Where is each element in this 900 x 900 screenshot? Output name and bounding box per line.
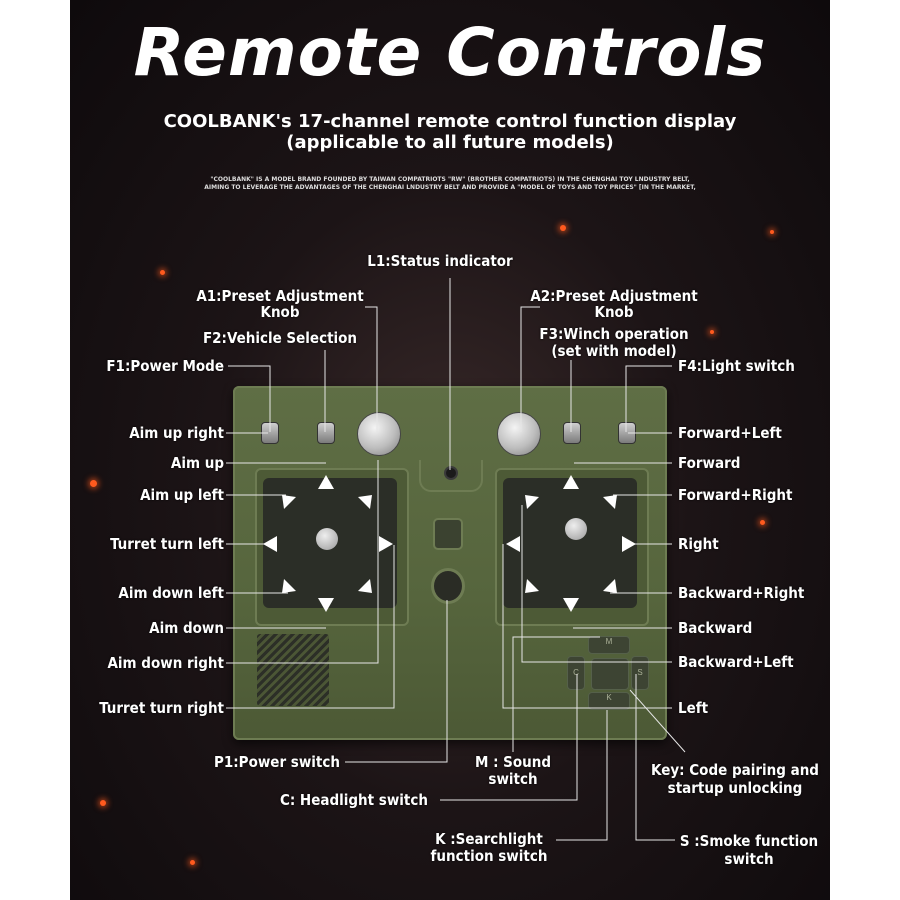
a2-preset-knob[interactable] — [497, 412, 541, 456]
leader-line — [440, 674, 578, 801]
ember-particle — [770, 230, 774, 234]
arrow-up-icon — [563, 475, 579, 489]
k-searchlight-button[interactable]: K — [588, 692, 630, 710]
label-a2-line1: A2:Preset Adjustment — [530, 287, 698, 305]
arrow-up-left-icon — [282, 495, 296, 509]
label-left: Left — [678, 699, 709, 717]
arrow-down-right-icon — [603, 579, 617, 593]
ember-particle — [160, 270, 165, 275]
label-a1-line2: Knob — [260, 303, 300, 321]
arrow-up-right-icon — [358, 495, 372, 509]
right-joystick-cap[interactable] — [565, 518, 587, 540]
arrow-down-left-icon — [525, 579, 539, 593]
leader-line — [502, 544, 672, 709]
label-smoke-line2: switch — [724, 850, 774, 868]
arrow-right-icon — [379, 536, 393, 552]
power-switch[interactable] — [431, 568, 465, 604]
arrow-left-icon — [263, 536, 277, 552]
label-a1-line1: A1:Preset Adjustment — [196, 287, 364, 305]
leader-line — [228, 365, 271, 432]
m-sound-button[interactable]: M — [588, 636, 630, 654]
leader-line — [226, 545, 395, 709]
arrow-down-icon — [563, 598, 579, 612]
leader-line — [635, 674, 675, 841]
label-sound-line1: M : Sound — [474, 753, 552, 771]
subtitle-line1: COOLBANK's 17-channel remote control fun… — [163, 111, 737, 132]
label-turret-left: Turret turn left — [110, 535, 224, 553]
label-aim-down-left: Aim down left — [118, 584, 224, 602]
a1-preset-knob[interactable] — [357, 412, 401, 456]
leader-line — [520, 306, 540, 432]
label-f2: F2:Vehicle Selection — [202, 329, 358, 347]
leader-line — [625, 365, 672, 432]
f2-vehicle-selection-toggle[interactable] — [317, 422, 335, 444]
c-headlight-button[interactable]: C — [567, 656, 585, 690]
arrow-left-icon — [506, 536, 520, 552]
label-aim-down: Aim down — [149, 619, 224, 637]
label-backward: Backward — [678, 619, 753, 637]
leader-line — [365, 306, 378, 432]
status-housing — [419, 460, 483, 492]
label-searchlight-line2: function switch — [430, 847, 548, 865]
label-right: Right — [678, 535, 719, 553]
label-a2-line2: Knob — [594, 303, 634, 321]
arrow-down-left-icon — [282, 579, 296, 593]
label-smoke-line1: S :Smoke function — [679, 832, 819, 850]
label-forward-right: Forward+Right — [678, 486, 793, 504]
label-forward: Forward — [678, 454, 741, 472]
label-backward-right: Backward+Right — [678, 584, 805, 602]
label-turret-right: Turret turn right — [99, 699, 224, 717]
label-aim-down-right: Aim down right — [107, 654, 224, 672]
label-key-line1: Key: Code pairing and — [651, 761, 819, 779]
arrow-down-icon — [318, 598, 334, 612]
ember-particle — [90, 480, 97, 487]
label-forward-left: Forward+Left — [678, 424, 782, 442]
fine-print-line2: AIMING TO LEVERAGE THE ADVANTAGES OF THE… — [204, 184, 696, 191]
label-aim-up-right: Aim up right — [129, 424, 224, 442]
center-toggle-switch[interactable] — [433, 518, 463, 550]
label-backward-left: Backward+Left — [678, 653, 794, 671]
fine-print-line1: "COOLBANK" IS A MODEL BRAND FOUNDED BY T… — [210, 176, 690, 183]
leader-line — [556, 710, 608, 841]
leader-line — [512, 636, 600, 752]
page-title: Remote Controls — [133, 14, 767, 91]
label-status-indicator: L1:Status indicator — [367, 252, 513, 270]
label-sound-line2: switch — [488, 770, 538, 788]
label-key-line2: startup unlocking — [667, 779, 803, 797]
leader-line — [226, 460, 379, 664]
background-panel: Remote Controls COOLBANK's 17-channel re… — [70, 0, 830, 900]
label-f3-line2: (set with model) — [551, 342, 677, 360]
label-searchlight-line1: K :Searchlight — [435, 830, 543, 848]
ember-particle — [760, 520, 765, 525]
left-joystick-cap[interactable] — [316, 528, 338, 550]
arrow-up-left-icon — [525, 495, 539, 509]
arrow-up-icon — [318, 475, 334, 489]
arrow-right-icon — [622, 536, 636, 552]
label-f1: F1:Power Mode — [106, 357, 224, 375]
arrow-up-right-icon — [603, 495, 617, 509]
speaker-grille — [257, 634, 329, 706]
label-power-switch: P1:Power switch — [214, 753, 340, 771]
direction-arrows — [263, 475, 636, 612]
label-aim-up: Aim up — [170, 454, 224, 472]
label-headlight: C: Headlight switch — [279, 791, 428, 809]
leader-line — [521, 505, 672, 663]
label-f3-line1: F3:Winch operation — [539, 325, 689, 343]
leader-line — [629, 689, 686, 753]
label-f4: F4:Light switch — [678, 357, 795, 375]
subtitle-line2: (applicable to all future models) — [286, 132, 614, 153]
f3-winch-toggle[interactable] — [563, 422, 581, 444]
ember-particle — [100, 800, 106, 806]
label-aim-up-left: Aim up left — [140, 486, 224, 504]
leader-line — [345, 600, 448, 763]
ember-particle — [560, 225, 566, 231]
ember-particle — [190, 860, 195, 865]
key-pairing-button[interactable] — [591, 658, 629, 690]
status-indicator-light — [444, 466, 458, 480]
arrow-down-right-icon — [358, 579, 372, 593]
ember-particle — [710, 330, 714, 334]
